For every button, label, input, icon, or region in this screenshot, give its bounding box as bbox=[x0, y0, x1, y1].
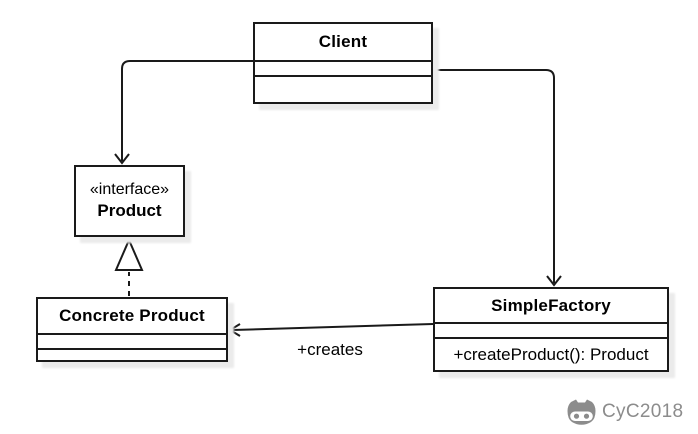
class-name-concrete-product: Concrete Product bbox=[59, 306, 205, 325]
concrete-product-methods-compartment bbox=[38, 348, 226, 360]
class-name-client: Client bbox=[318, 32, 368, 51]
class-name-product: Product bbox=[97, 201, 162, 220]
client-to-simplefactory-edge bbox=[433, 69, 555, 283]
class-box-concrete-product: Concrete Product bbox=[36, 297, 228, 362]
simplefactory-to-concreteproduct-arrowhead-icon bbox=[228, 323, 241, 337]
client-to-simplefactory-arrowhead-icon bbox=[546, 275, 562, 287]
class-box-simple-factory: SimpleFactory +createProduct(): Product bbox=[433, 287, 669, 372]
client-attributes-compartment bbox=[255, 60, 431, 75]
client-to-product-edge bbox=[121, 60, 253, 161]
class-box-product-interface: «interface» Product bbox=[74, 165, 185, 237]
cyc2018-cat-icon bbox=[567, 399, 596, 425]
watermark-text: CyC2018 bbox=[602, 401, 684, 422]
simple-factory-attributes-compartment bbox=[435, 322, 667, 337]
class-box-client: Client bbox=[253, 22, 433, 104]
generalization-triangle-icon bbox=[114, 237, 144, 271]
client-methods-compartment bbox=[255, 75, 431, 102]
concrete-product-attributes-compartment bbox=[38, 333, 226, 348]
creates-edge-label: +creates bbox=[297, 340, 363, 359]
simplefactory-to-concreteproduct-edge bbox=[232, 323, 434, 331]
product-stereotype-label: «interface» bbox=[89, 181, 170, 198]
client-to-product-arrowhead-icon bbox=[114, 153, 130, 165]
watermark: CyC2018 bbox=[567, 399, 683, 425]
class-name-simple-factory: SimpleFactory bbox=[491, 295, 611, 315]
simple-factory-method-label: +createProduct(): Product bbox=[435, 337, 667, 370]
